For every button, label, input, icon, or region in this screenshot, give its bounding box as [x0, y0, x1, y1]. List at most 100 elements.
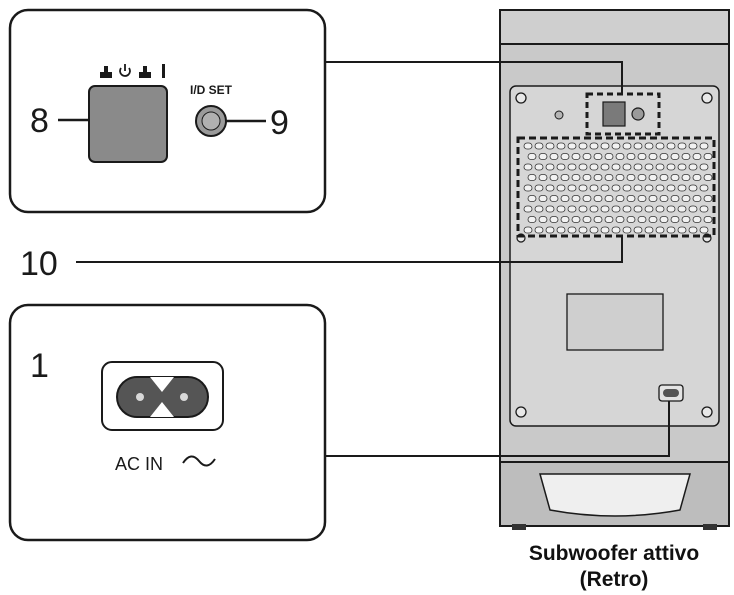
vent-slot: [611, 226, 621, 234]
vent-slot: [615, 174, 625, 181]
vent-slot: [692, 216, 702, 223]
callout-9: 9: [270, 104, 289, 142]
vent-slot: [545, 142, 555, 150]
vent-slot: [600, 163, 610, 171]
vent-slot: [677, 184, 687, 192]
vent-slot: [644, 205, 654, 213]
vent-slot: [578, 205, 588, 213]
vent-slot: [538, 153, 548, 160]
vent-slot: [699, 205, 709, 213]
vent-slot: [648, 195, 658, 202]
vent-slot: [593, 153, 603, 160]
vent-slot: [549, 174, 559, 181]
vent-slot: [589, 184, 599, 192]
vent-slot: [648, 153, 658, 160]
vent-slot: [692, 153, 702, 160]
vent-slot: [688, 205, 698, 213]
vent-slot: [589, 163, 599, 171]
vent-slot: [611, 142, 621, 150]
vent-slot: [666, 184, 676, 192]
vent-slot: [527, 195, 537, 202]
vent-slot: [589, 226, 599, 234]
vent-slot: [534, 142, 544, 150]
vent-slot: [534, 205, 544, 213]
vent-slot: [611, 205, 621, 213]
vent-slot: [626, 216, 636, 223]
vent-slot: [633, 226, 643, 234]
mini-power-switch: [602, 101, 626, 127]
screw: [554, 110, 564, 120]
vent-slot: [659, 153, 669, 160]
ac-inlet-detail-panel: 1 AC IN: [8, 303, 327, 542]
vent-slot: [666, 205, 676, 213]
vent-slot: [549, 216, 559, 223]
subwoofer-body: [499, 9, 730, 530]
vent-slot: [545, 226, 555, 234]
vent-slot: [582, 174, 592, 181]
vent-grille-highlight: [516, 136, 716, 238]
vent-slot: [567, 205, 577, 213]
vent-slot: [567, 226, 577, 234]
vent-slot: [600, 184, 610, 192]
vent-slot: [688, 142, 698, 150]
vent-slot: [637, 153, 647, 160]
caption-title: Subwoofer attivo: [529, 542, 699, 565]
vent-slot: [556, 226, 566, 234]
vent-slot: [567, 184, 577, 192]
vent-grille: [523, 142, 713, 234]
vent-slot: [622, 226, 632, 234]
vent-slot: [545, 184, 555, 192]
ac-pin-left: [136, 393, 144, 401]
rating-label-plate: [566, 293, 664, 351]
vent-slot: [604, 153, 614, 160]
vent-slot: [703, 153, 713, 160]
vent-slot: [644, 142, 654, 150]
vent-slot: [699, 142, 709, 150]
vent-slot: [527, 153, 537, 160]
vent-slot: [545, 163, 555, 171]
vent-slot: [670, 195, 680, 202]
vent-slot: [699, 226, 709, 234]
screw: [701, 406, 713, 418]
vent-slot: [523, 142, 533, 150]
vent-slot: [688, 226, 698, 234]
vent-slot: [655, 142, 665, 150]
vent-slot: [593, 195, 603, 202]
vent-slot: [659, 174, 669, 181]
power-switch[interactable]: [88, 85, 168, 163]
vent-slot: [666, 226, 676, 234]
vent-slot: [699, 163, 709, 171]
vent-slot: [549, 153, 559, 160]
vent-slot: [699, 184, 709, 192]
vent-slot: [633, 163, 643, 171]
vent-slot: [527, 174, 537, 181]
vent-slot: [545, 205, 555, 213]
vent-slot: [615, 153, 625, 160]
vent-slot: [611, 163, 621, 171]
vent-slot: [681, 216, 691, 223]
vent-slot: [604, 195, 614, 202]
vent-slot: [692, 195, 702, 202]
vent-slot: [556, 142, 566, 150]
vent-slot: [622, 184, 632, 192]
vent-slot: [604, 174, 614, 181]
vent-slot: [593, 216, 603, 223]
vent-slot: [644, 226, 654, 234]
vent-slot: [538, 174, 548, 181]
vent-slot: [578, 184, 588, 192]
vent-slot: [637, 195, 647, 202]
vent-slot: [549, 195, 559, 202]
vent-slot: [560, 216, 570, 223]
vent-slot: [659, 195, 669, 202]
vent-slot: [578, 163, 588, 171]
vent-slot: [615, 195, 625, 202]
screw: [515, 406, 527, 418]
control-detail-panel: I/D SET 8 9: [8, 8, 327, 214]
vent-slot: [626, 174, 636, 181]
vent-slot: [637, 174, 647, 181]
vent-slot: [670, 153, 680, 160]
vent-slot: [571, 216, 581, 223]
vent-slot: [681, 153, 691, 160]
vent-slot: [666, 142, 676, 150]
vent-slot: [534, 226, 544, 234]
